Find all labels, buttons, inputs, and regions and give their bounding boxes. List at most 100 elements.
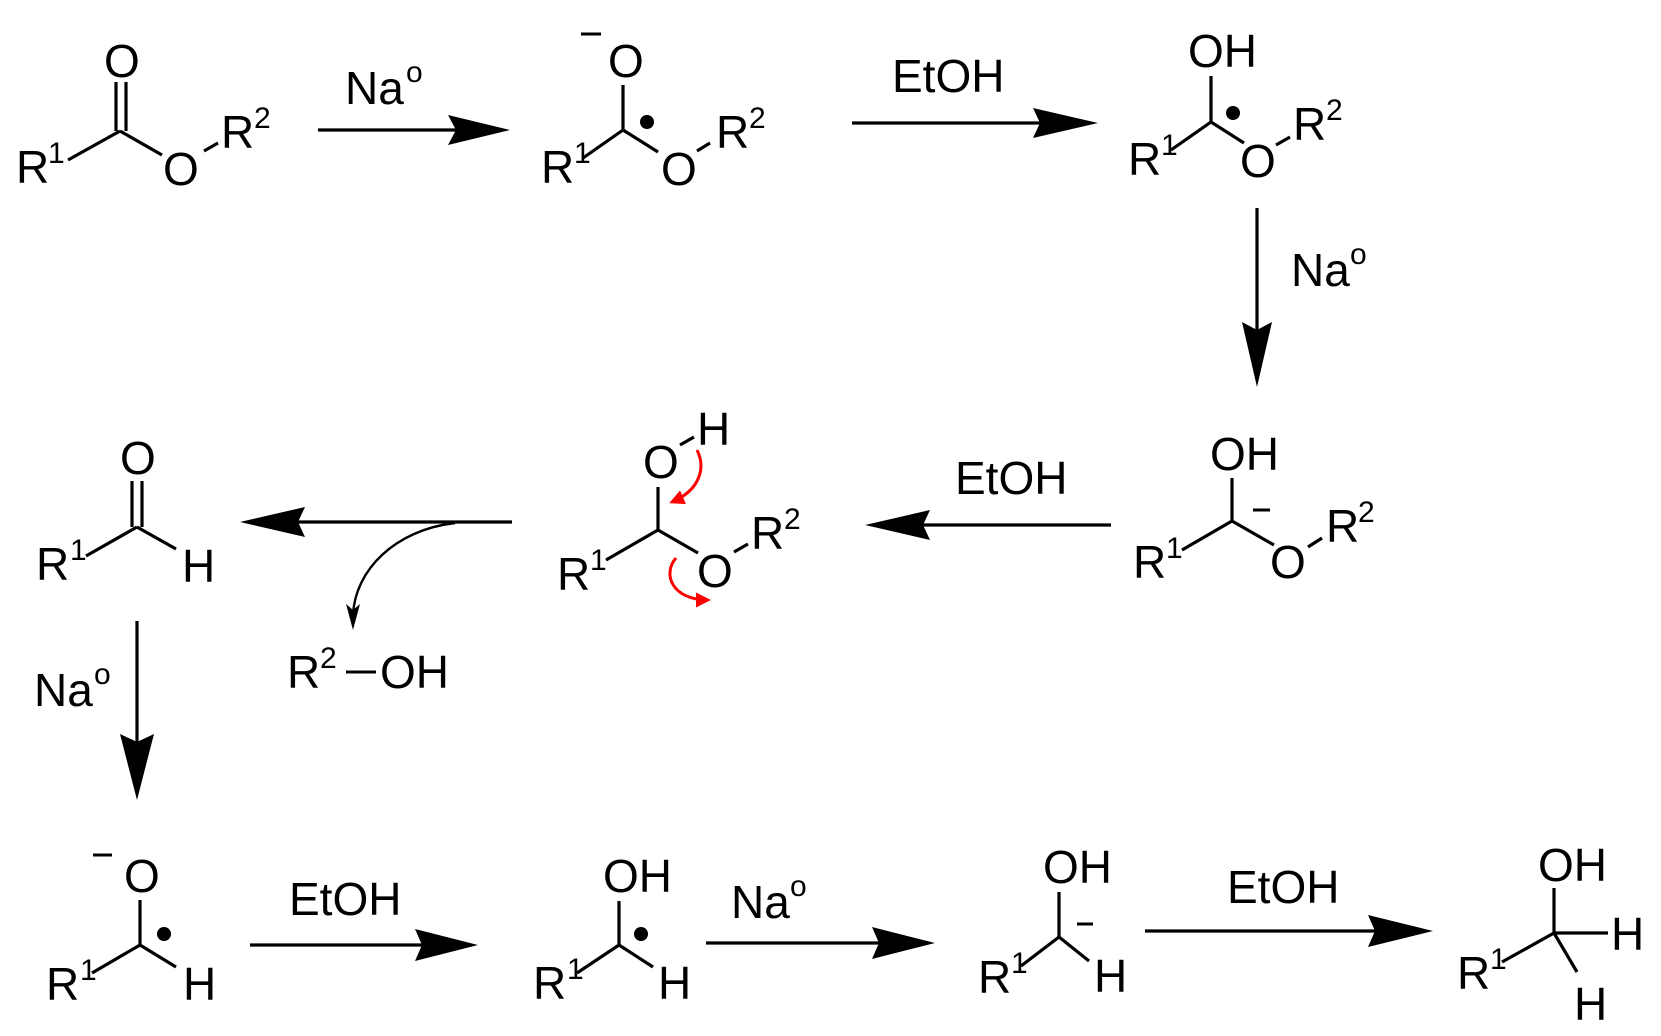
- r1-label: R: [1133, 536, 1166, 588]
- arrow-step-7: EtOH: [250, 873, 478, 961]
- r1-superscript: 1: [574, 137, 591, 170]
- molecule-hydroxy-radical: R 1 OH O R 2: [1128, 25, 1343, 187]
- reagent-sodium: Na: [345, 62, 404, 114]
- r2-label: R: [751, 507, 784, 559]
- r1-superscript: 1: [590, 544, 607, 577]
- molecule-alcohol-radical: R 1 OH H: [533, 850, 691, 1009]
- bond-o-r2: [203, 141, 219, 153]
- bond-c-o: [1231, 519, 1275, 547]
- oxide-oxygen: O: [124, 850, 160, 902]
- r1-label: R: [36, 538, 69, 590]
- r1-label: R: [978, 951, 1011, 1003]
- molecule-hydroxy-carbanion: R 1 OH O R 2: [1133, 428, 1375, 588]
- bond-r1-c: [91, 943, 141, 975]
- r1-label: R: [46, 958, 79, 1010]
- bond-r1-c: [576, 943, 620, 975]
- hydroxyl-group: OH: [603, 850, 672, 902]
- reagent-sodium: Na: [731, 876, 790, 928]
- bond-c-h: [139, 943, 177, 969]
- arrow-step-2: EtOH: [852, 50, 1098, 138]
- ester-oxygen: O: [1240, 135, 1276, 187]
- reagent-ethanol: EtOH: [955, 452, 1067, 504]
- ester-oxygen: O: [1270, 536, 1306, 588]
- bond-r1-c: [67, 129, 121, 162]
- arrow-step-6: Na o: [34, 621, 154, 800]
- bond-c-o2: [622, 128, 659, 154]
- reagent-sodium: Na: [34, 664, 93, 716]
- arrow-head: [240, 507, 305, 537]
- r1-label: R: [557, 548, 590, 600]
- reagent-sodium-sup: o: [406, 56, 423, 89]
- hydroxyl-group: OH: [1210, 428, 1279, 480]
- byproduct-r2: R: [287, 646, 320, 698]
- bond-r1-c: [582, 128, 624, 160]
- r1-superscript: 1: [70, 534, 87, 567]
- bond-c-h: [136, 525, 177, 551]
- reagent-sodium-sup: o: [790, 870, 807, 903]
- r1-label: R: [533, 957, 566, 1009]
- molecule-hydroxy-carbanion-2: R 1 OH H: [978, 841, 1127, 1003]
- electron-push-arrow-2: [668, 557, 711, 608]
- bond-o-r2: [1307, 536, 1323, 549]
- r1-superscript: 1: [567, 953, 584, 986]
- bond-c-h: [618, 943, 654, 969]
- hydroxyl-hydrogen: H: [697, 403, 730, 455]
- carbonyl-oxygen: O: [120, 432, 156, 484]
- aldehyde-hydrogen: H: [182, 540, 215, 592]
- bond-r1-c: [1020, 935, 1060, 968]
- bond-r1-c: [605, 528, 659, 562]
- hydrogen: H: [658, 957, 691, 1009]
- r2-label: R: [221, 106, 254, 158]
- r1-label: R: [1457, 947, 1490, 999]
- r1-superscript: 1: [80, 954, 97, 987]
- r2-superscript: 2: [1326, 94, 1343, 127]
- molecule-aldehyde-ketyl-radical-anion: R 1 O H: [46, 850, 216, 1010]
- r1-label: R: [1128, 133, 1161, 185]
- electron-push-arrow-1: [669, 449, 703, 505]
- bond-c-h: [1058, 935, 1090, 963]
- radical-dot: [1226, 106, 1240, 120]
- r1-label: R: [541, 141, 574, 193]
- reagent-sodium-sup: o: [94, 658, 111, 691]
- radical-dot: [640, 115, 654, 129]
- bond-o-r2: [1275, 135, 1291, 147]
- bond-o-r2: [696, 141, 711, 153]
- ester-oxygen: O: [163, 143, 199, 195]
- molecule-aldehyde: R 1 O H: [36, 432, 215, 592]
- reagent-sodium-sup: o: [1350, 238, 1367, 271]
- carbonyl-oxygen: O: [104, 35, 140, 87]
- byproduct-r2-sup: 2: [320, 642, 337, 675]
- bond-c-o: [119, 129, 163, 157]
- arrow-head: [415, 929, 478, 961]
- radical-dot: [157, 927, 171, 941]
- r2-superscript: 2: [1358, 496, 1375, 529]
- reagent-ethanol: EtOH: [289, 873, 401, 925]
- ester-oxygen: O: [661, 143, 697, 195]
- molecule-ester: R 1 O O R 2: [16, 35, 271, 195]
- hydroxyl-group: OH: [1043, 841, 1112, 893]
- arrow-head: [1033, 108, 1098, 138]
- bond-o-r2: [733, 542, 749, 554]
- bond-o-h: [679, 435, 695, 447]
- r1-superscript: 1: [1166, 532, 1183, 565]
- molecule-hemiacetal: R 1 O H O R 2: [557, 403, 801, 608]
- r2-superscript: 2: [254, 102, 271, 135]
- r2-label: R: [716, 106, 749, 158]
- arrow-head: [1242, 322, 1272, 387]
- hydroxyl-group: OH: [1538, 839, 1607, 891]
- arrow-head: [120, 734, 154, 800]
- molecule-ketyl-radical-anion: R 1 O O R 2: [541, 32, 766, 195]
- hydroxyl-oxygen: O: [643, 436, 679, 488]
- r1-superscript: 1: [1161, 129, 1178, 162]
- arrow-step-5: R 2 OH: [240, 507, 512, 698]
- molecule-primary-alcohol: R 1 OH H H: [1457, 839, 1644, 1030]
- radical-dot: [634, 927, 648, 941]
- hydrogen-1: H: [1611, 908, 1644, 960]
- hydrogen-2: H: [1574, 978, 1607, 1030]
- byproduct-oh: OH: [380, 646, 449, 698]
- arrow-step-4: EtOH: [865, 452, 1111, 540]
- reagent-ethanol: EtOH: [1227, 861, 1339, 913]
- r2-superscript: 2: [749, 102, 766, 135]
- byproduct-branch-arrow: [351, 521, 456, 616]
